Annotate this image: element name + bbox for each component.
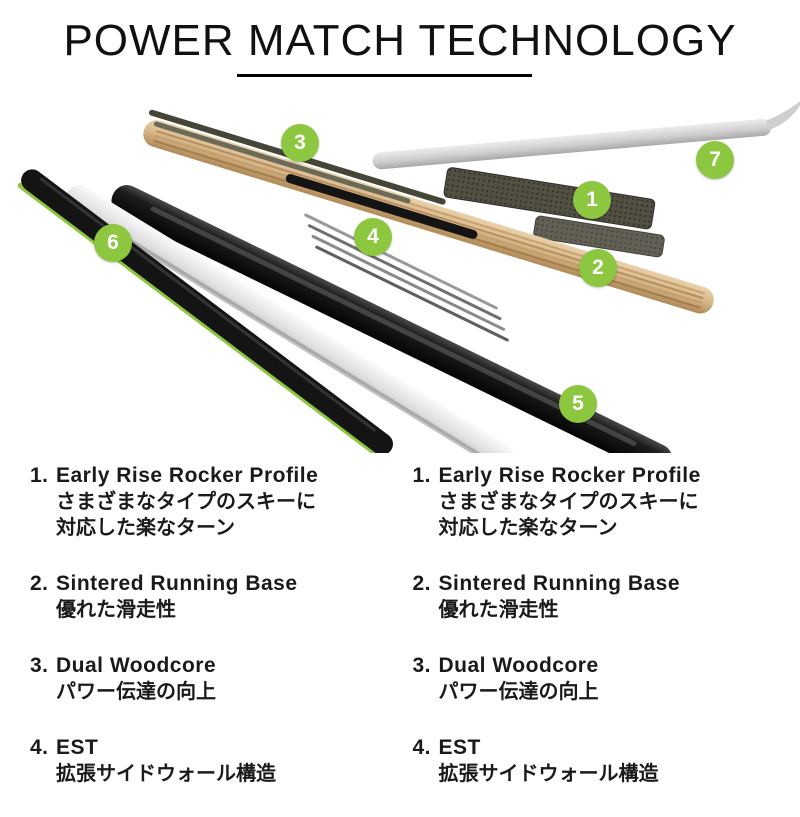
feature-description: パワー伝達の向上 bbox=[30, 679, 388, 705]
feature-number: 1. bbox=[30, 463, 49, 487]
feature-heading: Sintered Running Base bbox=[438, 571, 681, 595]
feature-number: 3. bbox=[412, 653, 432, 677]
feature-item: 2.Sintered Running Base 優れた滑走性 bbox=[413, 571, 771, 623]
feature-heading: Dual Woodcore bbox=[56, 653, 217, 677]
feature-number: 4. bbox=[30, 735, 49, 759]
ski-technology-diagram: 1 2 3 4 5 6 7 bbox=[0, 95, 800, 453]
feature-item: 4.EST 拡張サイドウォール構造 bbox=[413, 735, 771, 787]
feature-description: パワー伝達の向上 bbox=[413, 679, 771, 705]
feature-item: 3.Dual Woodcore パワー伝達の向上 bbox=[413, 653, 771, 705]
feature-title: 3.Dual Woodcore bbox=[413, 653, 771, 679]
feature-desc-line: 優れた滑走性 bbox=[56, 598, 176, 621]
feature-desc-line: パワー伝達の向上 bbox=[438, 680, 599, 703]
feature-description: 優れた滑走性 bbox=[413, 597, 771, 623]
feature-number: 2. bbox=[30, 571, 49, 595]
feature-desc-line: さまざまなタイプのスキーに bbox=[438, 490, 699, 513]
feature-number: 1. bbox=[412, 463, 432, 487]
layer-badge-5: 5 bbox=[559, 384, 597, 423]
feature-desc-line: さまざまなタイプのスキーに bbox=[56, 490, 316, 513]
layer-badge-1: 1 bbox=[573, 180, 611, 219]
feature-column-left: 1. Early Rise Rocker Profile さまざまなタイプのスキー… bbox=[30, 463, 388, 817]
feature-desc-line: 優れた滑走性 bbox=[438, 598, 559, 621]
feature-description: 拡張サイドウォール構造 bbox=[30, 761, 388, 787]
silver-topsheet-layer bbox=[372, 96, 800, 169]
feature-desc-line: 対応した楽なターン bbox=[56, 516, 235, 539]
feature-item: 1.Early Rise Rocker Profile さまざまなタイプのスキー… bbox=[413, 463, 771, 541]
feature-desc-line: パワー伝達の向上 bbox=[56, 680, 216, 703]
feature-item: 4. EST 拡張サイドウォール構造 bbox=[30, 735, 388, 787]
feature-desc-line: 拡張サイドウォール構造 bbox=[438, 762, 659, 785]
feature-number: 3. bbox=[30, 653, 49, 677]
layer-badge-7: 7 bbox=[696, 140, 734, 179]
feature-heading: Early Rise Rocker Profile bbox=[56, 463, 319, 487]
feature-description: さまざまなタイプのスキーに 対応した楽なターン bbox=[413, 489, 771, 541]
ski-layers-illustration bbox=[17, 96, 800, 453]
feature-item: 2. Sintered Running Base 優れた滑走性 bbox=[30, 571, 388, 623]
feature-item: 3. Dual Woodcore パワー伝達の向上 bbox=[30, 653, 388, 705]
feature-title: 1. Early Rise Rocker Profile bbox=[30, 463, 388, 489]
title-underline bbox=[236, 73, 532, 77]
feature-title: 4. EST bbox=[30, 735, 388, 761]
page-title: POWER MATCH TECHNOLOGY bbox=[63, 16, 737, 65]
layer-badge-3: 3 bbox=[281, 123, 319, 162]
feature-title: 2. Sintered Running Base bbox=[30, 571, 388, 597]
black-ski-layer bbox=[111, 184, 673, 453]
feature-heading: EST bbox=[438, 735, 481, 759]
feature-desc-line: 対応した楽なターン bbox=[438, 516, 618, 539]
rails-layer bbox=[304, 213, 509, 342]
feature-heading: Dual Woodcore bbox=[438, 653, 599, 677]
feature-heading: EST bbox=[56, 735, 99, 759]
feature-description: さまざまなタイプのスキーに 対応した楽なターン bbox=[30, 489, 388, 541]
layer-badge-2: 2 bbox=[579, 248, 617, 287]
feature-number: 2. bbox=[412, 571, 432, 595]
feature-column-right: 1.Early Rise Rocker Profile さまざまなタイプのスキー… bbox=[413, 463, 771, 817]
feature-list-columns: 1.Early Rise Rocker Profile さまざまなタイプのスキー… bbox=[0, 453, 800, 817]
feature-item: 1. Early Rise Rocker Profile さまざまなタイプのスキー… bbox=[30, 463, 388, 541]
layer-badge-4: 4 bbox=[354, 217, 392, 256]
feature-desc-line: 拡張サイドウォール構造 bbox=[56, 762, 276, 785]
feature-title: 1.Early Rise Rocker Profile bbox=[413, 463, 771, 489]
feature-title: 2.Sintered Running Base bbox=[413, 571, 771, 597]
white-base-layer bbox=[66, 184, 514, 453]
feature-description: 拡張サイドウォール構造 bbox=[413, 761, 771, 787]
feature-title: 4.EST bbox=[413, 735, 771, 761]
feature-title: 3. Dual Woodcore bbox=[30, 653, 388, 679]
header: POWER MATCH TECHNOLOGY bbox=[0, 0, 800, 77]
layer-badge-6: 6 bbox=[94, 223, 132, 262]
feature-description: 優れた滑走性 bbox=[30, 597, 388, 623]
feature-heading: Early Rise Rocker Profile bbox=[438, 463, 701, 487]
feature-heading: Sintered Running Base bbox=[56, 571, 298, 595]
feature-number: 4. bbox=[412, 735, 432, 759]
